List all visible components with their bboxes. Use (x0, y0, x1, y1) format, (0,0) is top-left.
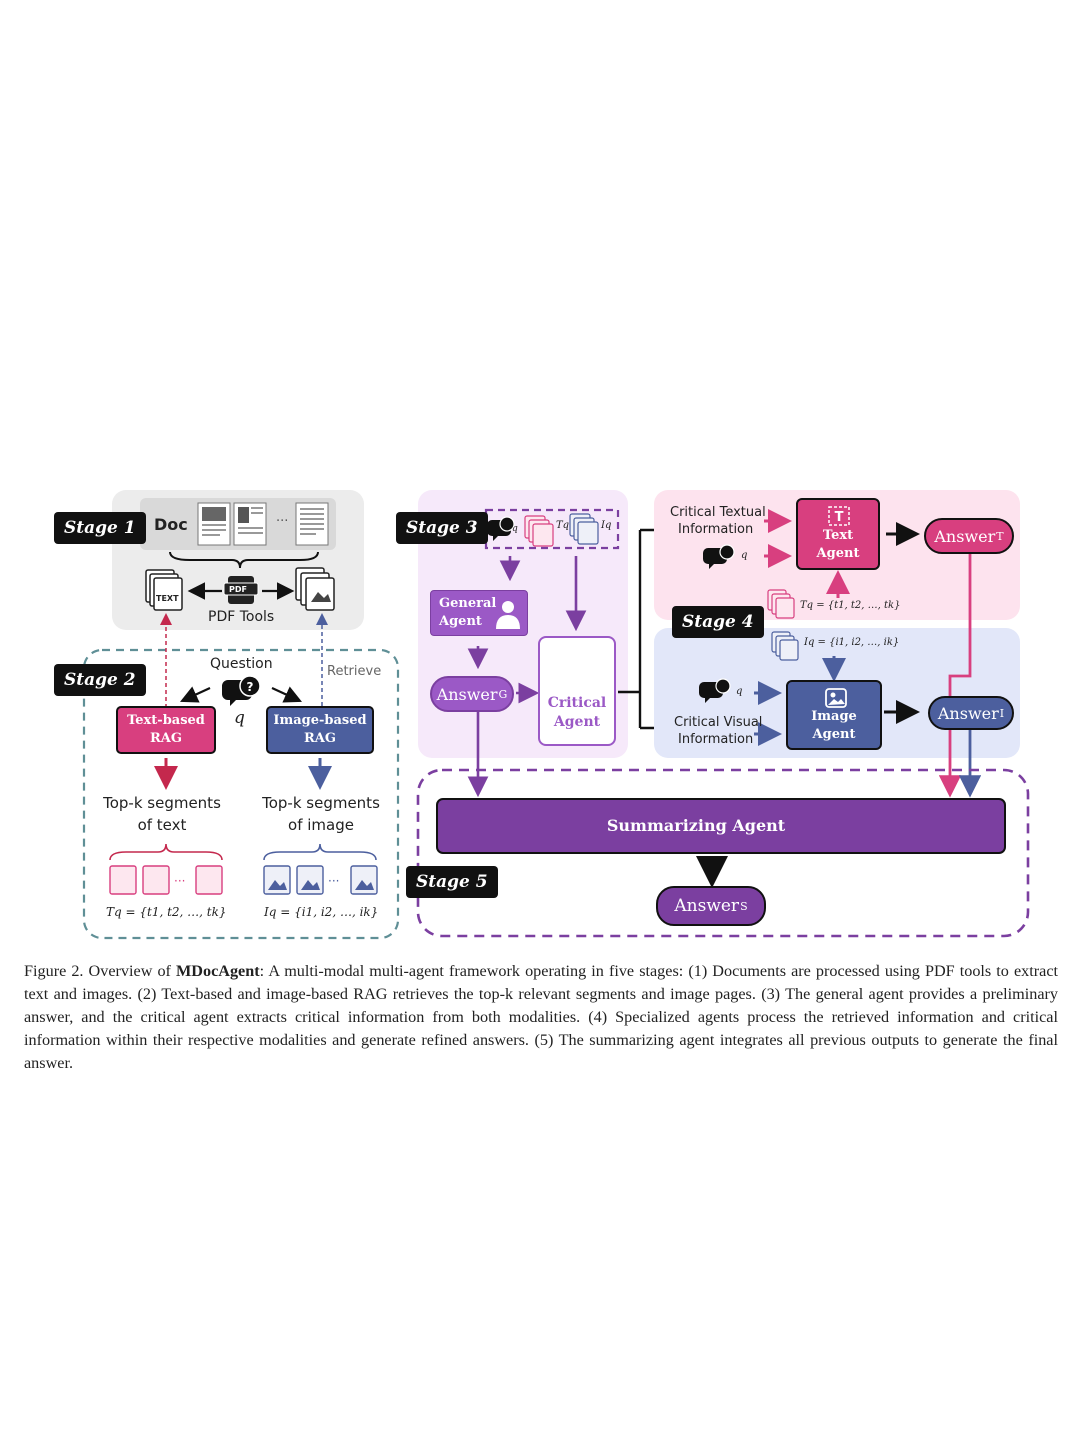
image-rag-line1: Image-based (273, 713, 367, 728)
critical-visual-info: Critical Visual Information (674, 714, 762, 748)
doc-ellipsis: ··· (276, 514, 289, 529)
answer-t-main: Answer (934, 526, 996, 546)
stage-2-badge: Stage 2 (54, 664, 146, 696)
arrow-answer-t-to-summarizing (938, 554, 972, 798)
text-stack-icon (145, 569, 183, 611)
text-rag-line1: Text-based (127, 713, 205, 728)
stage3-image-icons (569, 513, 599, 545)
critical-line1: Critical (547, 695, 607, 711)
topk-text-label: Top-k segments of text (102, 792, 222, 836)
stage5-panel (416, 768, 1030, 938)
arrow-q-to-image-rag (271, 686, 302, 703)
image-rag-line2: RAG (304, 731, 336, 746)
tq-formula-stage2: Tq = {t1, t2, …, tk} (106, 905, 227, 919)
crit-vis-line1: Critical Visual (674, 715, 763, 730)
stage4-q-bottom: q (736, 686, 743, 697)
image-based-rag: Image-based RAG (266, 706, 374, 754)
image-agent-line1: Image (811, 709, 857, 724)
general-line2: Agent (439, 614, 482, 629)
critical-bracket (618, 528, 664, 730)
answer-i-sub: I (999, 706, 1005, 720)
stage4-q-top: q (741, 550, 748, 561)
text-icon-label: TEXT (156, 594, 179, 603)
topk-text-line1: Top-k segments (103, 794, 221, 812)
crit-vis-line2: Information (678, 732, 754, 747)
stage-4-badge: Stage 4 (672, 606, 764, 638)
stage3-text-icons (524, 515, 554, 547)
critical-line2: Agent (553, 714, 601, 730)
stage-1-badge: Stage 1 (54, 512, 146, 544)
text-segment-icons (109, 865, 223, 895)
summarizing-label: Summarizing Agent (606, 816, 786, 835)
topk-image-line2: of image (288, 816, 354, 834)
pdf-icon (223, 576, 259, 604)
stage-3-badge: Stage 3 (396, 512, 488, 544)
summarizing-agent: Summarizing Agent (436, 798, 1006, 854)
stage-5-badge: Stage 5 (406, 866, 498, 898)
text-agent-line1: Text (822, 528, 854, 543)
general-line1: General (439, 596, 497, 611)
text-icons-ellipsis: ··· (174, 874, 186, 888)
doc-brace (169, 551, 319, 569)
question-label: Question (210, 656, 273, 672)
doc-label: Doc (154, 515, 188, 534)
answer-s-sub: S (740, 899, 748, 913)
figure-caption: Figure 2. Overview of MDocAgent: A multi… (24, 960, 1058, 1075)
retrieve-label: Retrieve (327, 664, 382, 679)
stage3-question-icon (487, 516, 515, 541)
image-icon (825, 688, 847, 708)
text-agent: T Text Agent (796, 498, 880, 570)
svg-text:?: ? (247, 680, 254, 694)
pdf-tools-label: PDF Tools (208, 609, 275, 625)
stage4-image-icons (771, 631, 799, 661)
caption-prefix: Figure 2. Overview of (24, 962, 177, 980)
iq-formula-stage4: Iq = {i1, i2, …, ik} (804, 637, 900, 648)
image-icons-ellipsis: ··· (328, 874, 340, 888)
stage4-text-icons (767, 589, 795, 619)
caption-name: MDocAgent (176, 962, 260, 980)
text-recognition-icon: T (828, 506, 850, 526)
critical-agent: Critical Agent (538, 636, 616, 746)
topk-image-label: Top-k segments of image (260, 792, 382, 836)
person-icon (496, 601, 520, 629)
image-segment-icons (263, 865, 378, 895)
stage3-q-symbol: q (512, 524, 518, 534)
doc-pages-icon (197, 502, 329, 546)
text-brace (109, 843, 223, 861)
answer-i-main: Answer (937, 703, 999, 723)
question-icon: ? (222, 675, 261, 706)
topk-image-line1: Top-k segments (262, 794, 380, 812)
crit-text-line2: Information (678, 522, 754, 537)
pdf-icon-text: PDF (229, 585, 247, 594)
answer-g-main: Answer (436, 684, 498, 704)
q-symbol: q (234, 708, 245, 728)
general-agent: General Agent (430, 590, 528, 636)
critical-textual-info: Critical Textual Information (670, 504, 766, 538)
stage4-question-icon-top (703, 544, 735, 569)
image-stack-icon (295, 567, 335, 611)
answer-s-main: Answer (674, 896, 740, 916)
text-based-rag: Text-based RAG (116, 706, 216, 754)
topk-text-line2: of text (137, 816, 187, 834)
crit-text-line1: Critical Textual (670, 505, 766, 520)
text-agent-line2: Agent (816, 546, 860, 561)
arrow-q-to-text-rag (180, 686, 211, 703)
tq-formula-stage4: Tq = {t1, t2, …, tk} (800, 600, 901, 611)
text-rag-line2: RAG (150, 731, 182, 746)
image-agent: Image Agent (786, 680, 882, 750)
stage4-question-icon-bottom (699, 678, 731, 703)
svg-text:T: T (835, 510, 844, 525)
iq-formula-stage2: Iq = {i1, i2, …, ik} (264, 905, 379, 919)
stage3-tq-symbol: Tq (556, 520, 570, 531)
image-brace (263, 843, 377, 861)
caption-body: : A multi-modal multi-agent framework op… (24, 962, 1059, 1072)
answer-t-sub: T (996, 529, 1004, 543)
stage3-iq-symbol: Iq (601, 520, 612, 531)
image-agent-line2: Agent (812, 727, 856, 742)
answer-g-sub: G (498, 687, 508, 701)
